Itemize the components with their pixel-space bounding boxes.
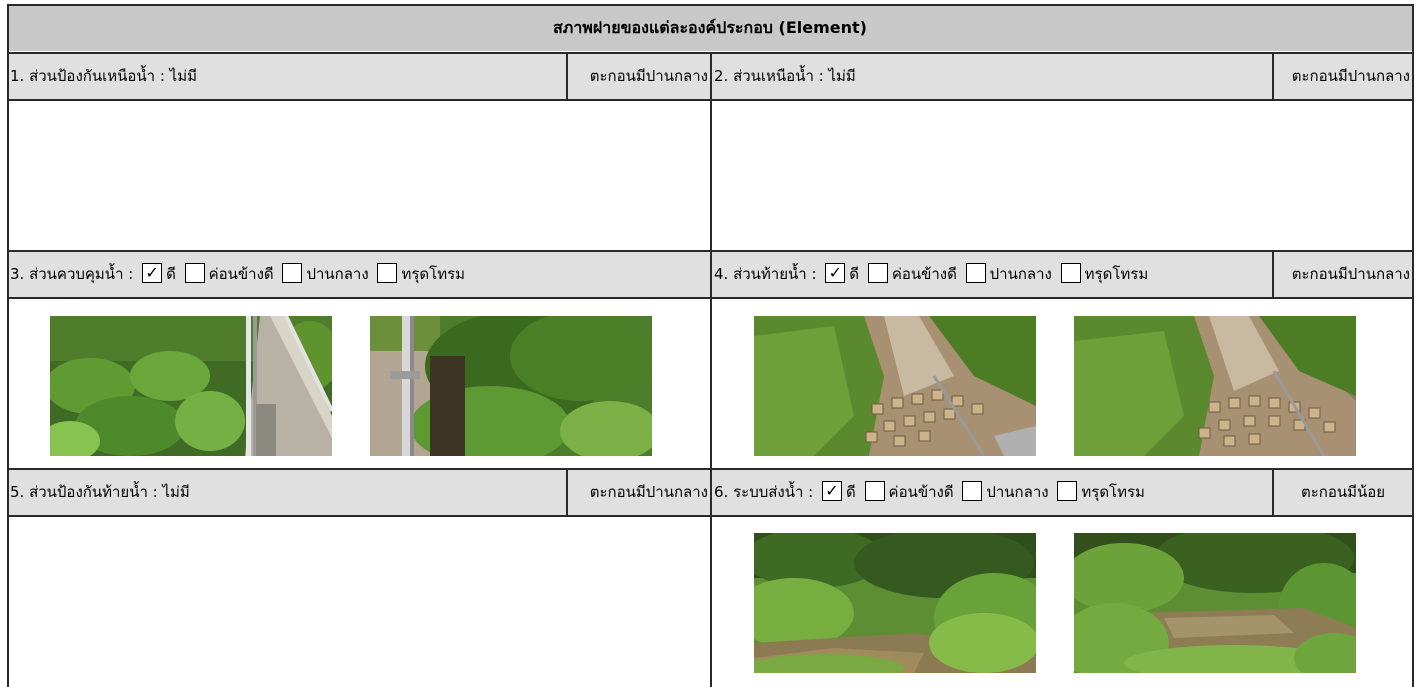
- section-6-option-deteriorated: ทรุดโทรม: [1081, 483, 1145, 501]
- grid-line-right: [1412, 4, 1414, 687]
- section-2-status: ตะกอนมีปานกลาง: [1291, 67, 1410, 85]
- section-4-photo-2: [1074, 316, 1356, 456]
- section-3-checkbox-deteriorated[interactable]: [377, 262, 398, 283]
- section-4-option-deteriorated: ทรุดโทรม: [1084, 265, 1149, 283]
- grid-line-s4-status: [1272, 250, 1274, 298]
- section-6-photo-2: [1074, 533, 1356, 673]
- section-6-checkbox-fairly-good[interactable]: [864, 480, 885, 501]
- section-3-option-good: ดี: [166, 265, 176, 283]
- grid-line-left: [7, 4, 9, 687]
- grid-line-s6-status: [1272, 468, 1274, 516]
- section-1-label: 1. ส่วนป้องกันเหนือน้ำ : ไม่มี: [10, 67, 197, 85]
- section-4-checkbox-deteriorated[interactable]: [1060, 262, 1081, 283]
- grid-line-s1-status: [566, 52, 568, 100]
- sheet-title-text: สภาพฝายของแต่ละองค์ประกอบ (Element): [553, 17, 867, 37]
- section-6-option-moderate: ปานกลาง: [986, 483, 1049, 501]
- grid-line-s5-status: [566, 468, 568, 516]
- section-6-checkbox-deteriorated[interactable]: [1057, 480, 1078, 501]
- section-4-option-fairly-good: ค่อนข้างดี: [891, 265, 957, 283]
- section-6-option-fairly-good: ค่อนข้างดี: [888, 483, 954, 501]
- section-5-status: ตะกอนมีปานกลาง: [589, 483, 708, 501]
- section-6-status: ตะกอนมีน้อย: [1300, 483, 1386, 501]
- section-3-checkbox-good[interactable]: ✓: [142, 262, 163, 283]
- grid-line-s2-status: [1272, 52, 1274, 100]
- section-6-option-good: ดี: [846, 483, 856, 501]
- section-6-checkbox-moderate[interactable]: [962, 480, 983, 501]
- section-6-checkbox-good[interactable]: ✓: [822, 480, 842, 501]
- section-3-option-deteriorated: ทรุดโทรม: [401, 265, 466, 283]
- section-6-photo-1: [754, 533, 1036, 673]
- section-2-label: 2. ส่วนเหนือน้ำ : ไม่มี: [714, 67, 856, 85]
- section-6-rating: 6. ระบบส่งน้ำ : ✓ดี ค่อนข้างดี ปานกลาง ท…: [714, 469, 1145, 515]
- section-3-photo-2: [370, 316, 652, 456]
- grid-line-center: [710, 52, 712, 687]
- section-3-label: 3. ส่วนควบคุมน้ำ :: [10, 265, 134, 283]
- section-1-status: ตะกอนมีปานกลาง: [589, 67, 708, 85]
- section-3-photo-1: [50, 316, 332, 456]
- section-4-checkbox-moderate[interactable]: [965, 262, 986, 283]
- section-4-label: 4. ส่วนท้ายน้ำ :: [714, 265, 817, 283]
- section-4-status: ตะกอนมีปานกลาง: [1291, 265, 1410, 283]
- section-4-checkbox-good[interactable]: ✓: [825, 262, 846, 283]
- section-3-rating: 3. ส่วนควบคุมน้ำ : ✓ดี ค่อนข้างดี ปานกลา…: [10, 251, 465, 297]
- section-5-label: 5. ส่วนป้องกันท้ายน้ำ : ไม่มี: [10, 483, 190, 501]
- section-4-checkbox-fairly-good[interactable]: [867, 262, 888, 283]
- section-4-rating: 4. ส่วนท้ายน้ำ : ✓ดี ค่อนข้างดี ปานกลาง …: [714, 251, 1148, 297]
- section-4-photo-1: [754, 316, 1036, 456]
- section-3-option-fairly-good: ค่อนข้างดี: [208, 265, 274, 283]
- section-3-checkbox-moderate[interactable]: [282, 262, 303, 283]
- section-4-option-moderate: ปานกลาง: [989, 265, 1052, 283]
- section-3-option-moderate: ปานกลาง: [306, 265, 369, 283]
- section-6-label: 6. ระบบส่งน้ำ :: [714, 483, 814, 501]
- section-4-option-good: ดี: [849, 265, 860, 283]
- section-3-checkbox-fairly-good[interactable]: [184, 262, 205, 283]
- grid-line-top: [7, 4, 1414, 6]
- sheet-title: สภาพฝายของแต่ละองค์ประกอบ (Element): [8, 5, 1412, 51]
